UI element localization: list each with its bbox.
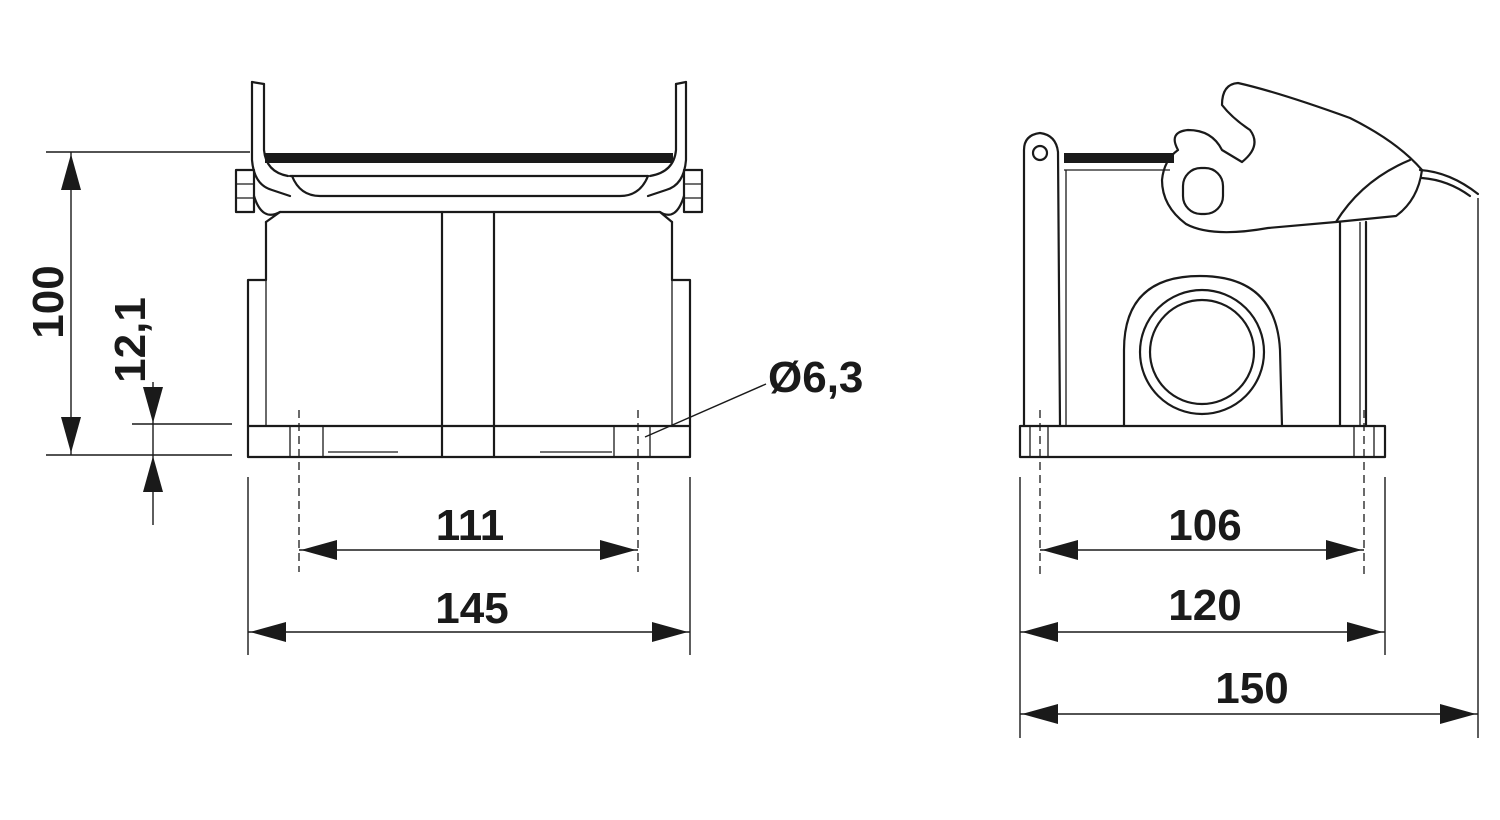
dim-side-total-width: 150 <box>1020 198 1479 738</box>
dim-side-hole-spacing: 106 <box>1040 501 1364 560</box>
side-left-hole-boss <box>1029 426 1049 457</box>
side-cable-entry-outer <box>1138 288 1266 416</box>
label-base-height: 12,1 <box>106 297 155 383</box>
side-lever-handle-tip <box>1418 168 1480 196</box>
label-front-width: 145 <box>435 584 508 633</box>
label-side-base-width: 120 <box>1168 581 1241 630</box>
dim-front-width: 145 <box>247 477 691 655</box>
front-left-wall <box>246 220 268 428</box>
label-side-hole-spacing: 106 <box>1168 501 1241 550</box>
side-hinge-hole <box>1031 144 1049 162</box>
label-height-total: 100 <box>24 265 73 338</box>
front-lid-lower-edge <box>264 210 674 224</box>
dim-height-total: 100 <box>24 151 250 456</box>
front-gasket <box>265 153 673 163</box>
label-hole-diameter: Ø6,3 <box>768 353 863 402</box>
dim-front-hole-spacing: 111 <box>299 501 638 560</box>
front-right-pin <box>682 168 704 214</box>
front-lever-left <box>250 80 292 198</box>
front-right-hole-boss <box>613 426 651 457</box>
side-left-wall <box>1022 131 1062 428</box>
side-locking-lever <box>1160 81 1424 234</box>
side-right-wall <box>1338 220 1368 428</box>
label-side-total-width: 150 <box>1215 664 1288 713</box>
front-left-hole-boss <box>289 426 324 457</box>
label-front-hole-spacing: 111 <box>436 501 505 550</box>
front-base-plate <box>246 424 692 459</box>
front-right-wall <box>670 220 692 428</box>
side-view <box>1018 81 1480 459</box>
front-lid-curve <box>290 174 650 198</box>
front-lever-right <box>646 80 688 198</box>
front-left-pin <box>234 168 256 214</box>
side-gasket <box>1064 153 1174 163</box>
front-center-rib <box>440 210 496 459</box>
side-cable-entry-inner <box>1148 298 1256 406</box>
dim-base-height: 12,1 <box>106 297 232 525</box>
side-lever-pivot-slot <box>1181 166 1225 216</box>
dim-hole-diameter: Ø6,3 <box>644 353 863 438</box>
dim-side-base-width: 120 <box>1019 477 1386 738</box>
side-base-plate <box>1018 424 1387 459</box>
front-view <box>234 80 704 459</box>
side-cable-entry-arch <box>1122 274 1284 428</box>
side-right-hole-boss <box>1353 426 1375 457</box>
